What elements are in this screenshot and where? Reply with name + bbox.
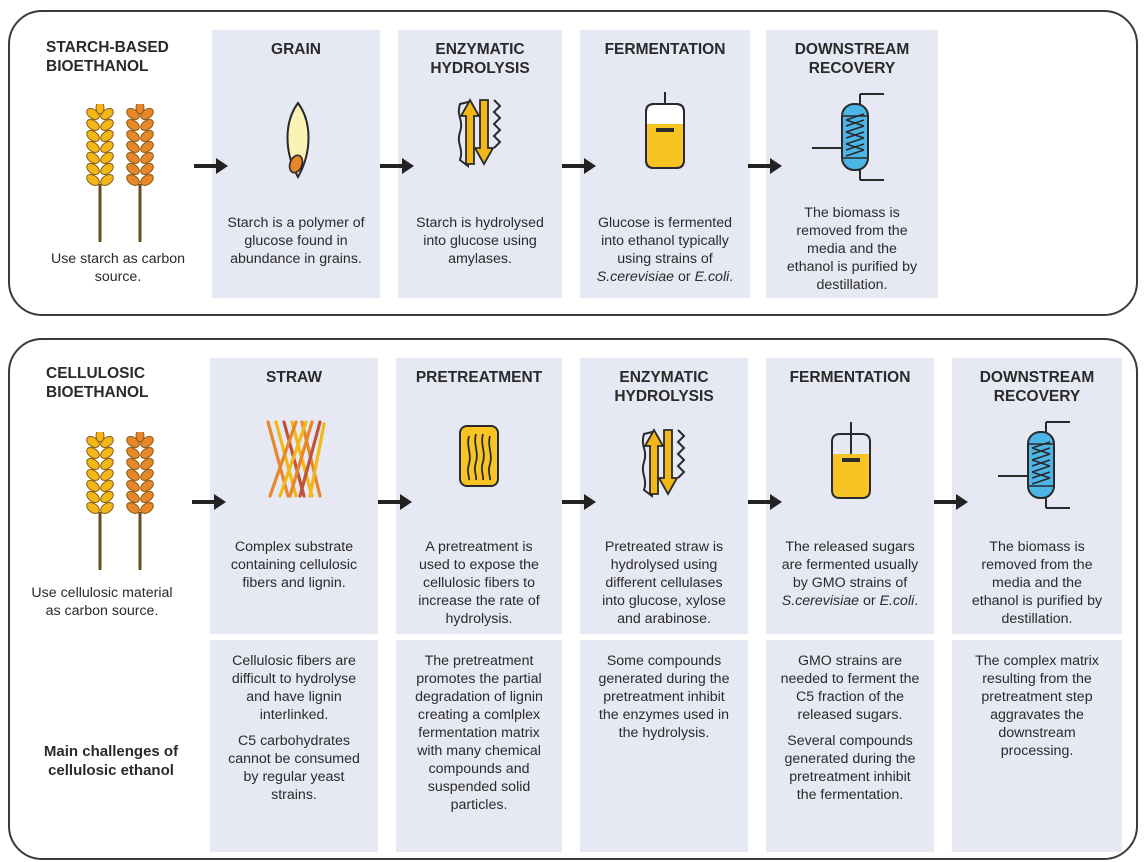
fermentation-header: FERMENTATION: [789, 369, 911, 386]
arrow-icon: [192, 494, 226, 510]
straw-fibers-icon: [266, 420, 326, 498]
grain-header: GRAIN: [271, 41, 321, 58]
enzymatic-hydrolysis-column: ENZYMATIC HYDROLYSIS Pretreated straw is…: [580, 358, 748, 634]
downstream-recovery-column: DOWNSTREAM RECOVERY The biomass is remov…: [952, 358, 1122, 634]
cellulosic-bioethanol-panel: CELLULOSIC BIOETHANOL Use cellulosic mat…: [8, 338, 1138, 860]
arrow-icon: [380, 158, 414, 174]
fermentation-header: FERMENTATION: [604, 41, 726, 58]
pretreatment-icon: [459, 425, 499, 487]
wheat-icon: [86, 104, 154, 242]
fermentation-description: The released sugars are fermented usuall…: [781, 539, 919, 609]
downstream-challenge-box: The complex matrix resulting from the pr…: [952, 640, 1122, 852]
grain-description: Starch is a polymer of glucose found in …: [227, 215, 365, 267]
fermentation-challenge-box: GMO strains are needed to ferment the C5…: [766, 640, 934, 852]
hydrolysis-description: Pretreated straw is hydrolysed using dif…: [602, 539, 726, 627]
wheat-icon: [86, 432, 154, 570]
fermentation-column: FERMENTATION The released sugars are fer…: [766, 358, 934, 634]
arrow-icon: [748, 158, 782, 174]
distillation-column-icon: [812, 93, 884, 181]
straw-column: STRAW Complex substrate containing cellu…: [210, 358, 378, 634]
distillation-column-icon: [998, 421, 1070, 509]
downstream-header: DOWNSTREAM RECOVERY: [794, 41, 910, 77]
downstream-header: DOWNSTREAM RECOVERY: [979, 369, 1095, 405]
straw-header: STRAW: [266, 369, 322, 386]
grain-seed-icon: [286, 101, 310, 180]
arrow-icon: [194, 158, 228, 174]
arrow-icon: [562, 494, 596, 510]
hydrolysis-icon: [457, 98, 502, 168]
arrow-icon: [378, 494, 412, 510]
hydrolysis-header: ENZYMATIC HYDROLYSIS: [614, 369, 714, 405]
hydrolysis-challenge-box: Some compounds generated during the pret…: [580, 640, 748, 852]
main-challenges-label: Main challenges of cellulosic ethanol: [43, 743, 179, 779]
downstream-description: The biomass is removed from the media an…: [786, 205, 918, 293]
hydrolysis-icon: [641, 428, 686, 498]
arrow-icon: [934, 494, 968, 510]
starch-side-caption: Use starch as carbon source.: [50, 251, 186, 285]
hydrolysis-challenge-text: Some compounds generated during the pret…: [598, 653, 730, 741]
downstream-challenge-text: The complex matrix resulting from the pr…: [975, 653, 1099, 759]
cellulosic-section-title: CELLULOSIC BIOETHANOL: [46, 365, 149, 401]
starch-bioethanol-panel: STARCH-BASED BIOETHANOL Use starch as ca…: [8, 10, 1138, 316]
arrow-icon: [748, 494, 782, 510]
pretreatment-challenge-box: The pretreatment promotes the partial de…: [396, 640, 562, 852]
fermentation-description: Glucose is fermented into ethanol typica…: [596, 215, 734, 285]
pretreatment-header: PRETREATMENT: [415, 369, 543, 386]
fermenter-icon: [831, 422, 871, 499]
starch-section-title: STARCH-BASED BIOETHANOL: [46, 39, 169, 75]
fermentation-challenge-text: GMO strains are needed to ferment the C5…: [780, 653, 920, 803]
pretreatment-description: A pretreatment is used to expose the cel…: [418, 539, 540, 627]
straw-challenge-text: Cellulosic fibers are difficult to hydro…: [228, 653, 360, 803]
grain-column: GRAIN Starch is a polymer of glucose fou…: [212, 30, 380, 298]
arrow-icon: [562, 158, 596, 174]
downstream-recovery-column: DOWNSTREAM RECOVERY The biomass is remov…: [766, 30, 938, 298]
pretreatment-column: PRETREATMENT A pretreatment is used to e…: [396, 358, 562, 634]
hydrolysis-header: ENZYMATIC HYDROLYSIS: [430, 41, 530, 77]
straw-challenge-box: Cellulosic fibers are difficult to hydro…: [210, 640, 378, 852]
straw-description: Complex substrate containing cellulosic …: [230, 539, 358, 591]
fermentation-column: FERMENTATION Glucose is fermented into e…: [580, 30, 750, 298]
enzymatic-hydrolysis-column: ENZYMATIC HYDROLYSIS Starch is hydrolyse…: [398, 30, 562, 298]
pretreatment-challenge-text: The pretreatment promotes the partial de…: [415, 653, 543, 813]
fermenter-icon: [645, 92, 685, 169]
downstream-description: The biomass is removed from the media an…: [971, 539, 1103, 627]
hydrolysis-description: Starch is hydrolysed into glucose using …: [416, 215, 544, 267]
cellulosic-side-caption: Use cellulosic material as carbon source…: [31, 585, 173, 619]
